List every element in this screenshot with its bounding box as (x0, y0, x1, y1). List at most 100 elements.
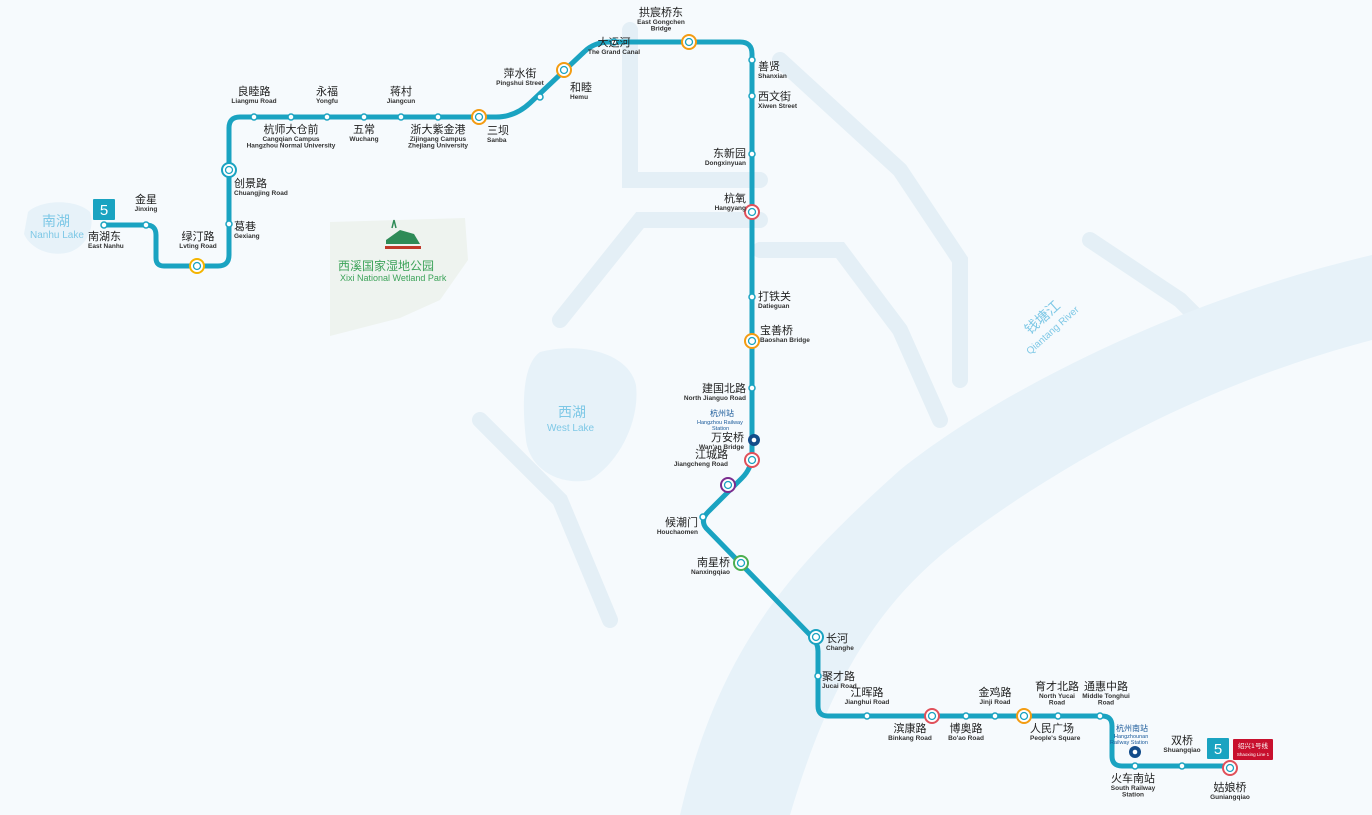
station-name-en: Wan'an Bridge (699, 444, 744, 451)
line-5-badge-end: 5 绍兴1号线 Shaoxing Line 1 (1207, 738, 1273, 760)
station-dot (1131, 762, 1139, 770)
park-logo-icon (385, 219, 421, 249)
transfer-icon-inner (1019, 711, 1029, 721)
station-name-cn: 打铁关 (758, 289, 791, 303)
railway-label-cn: 杭州南站 (1116, 723, 1148, 733)
transfer-icon-inner (192, 261, 202, 271)
station-dot (748, 92, 756, 100)
transfer-icon (1222, 760, 1238, 776)
station-name-en: Yongfu (316, 98, 338, 105)
station-name-cn: 蒋村 (390, 84, 412, 98)
station-name-en: Datieguan (758, 303, 789, 310)
transfer-icon-inner (736, 558, 746, 568)
transfer-icon-inner (474, 112, 484, 122)
station-name-en: Cangqian Campus (262, 136, 319, 143)
park-label-cn: 西溪国家湿地公园 (338, 258, 434, 273)
station-name-en-2: Road (1049, 700, 1065, 707)
station-dot (699, 513, 707, 521)
station-dot (225, 220, 233, 228)
station-name-en: North Yucai (1039, 693, 1075, 700)
transfer-icon (556, 62, 572, 78)
transfer-icon (471, 109, 487, 125)
station-name-en: Liangmu Road (231, 98, 276, 105)
station-name-en: Guniangqiao (1210, 794, 1250, 801)
transfer-icon-inner (811, 632, 821, 642)
nanhu-label-en: Nanhu Lake (30, 230, 84, 241)
station-name-en: Jianghui Road (845, 699, 890, 706)
station-name-cn: 良睦路 (238, 84, 271, 98)
station-dot (360, 113, 368, 121)
station-dot (434, 113, 442, 121)
station-dot (610, 38, 618, 46)
station-dot (748, 150, 756, 158)
line-number: 5 (1214, 741, 1222, 758)
station-dot (1178, 762, 1186, 770)
station-name-en: Changhe (826, 645, 854, 652)
station-name-cn: 浙大紫金港 (411, 122, 466, 136)
station-name-en: Pingshui Street (496, 80, 545, 87)
station-name-en: East Gongchen (637, 19, 685, 26)
station-name-cn: 长河 (826, 632, 848, 645)
railway-icon (1129, 746, 1141, 758)
transfer-icon-inner (747, 336, 757, 346)
station-name-en: Bo'ao Road (948, 735, 984, 742)
station-dot (536, 93, 544, 101)
station-dot (814, 672, 822, 680)
station-name-en: Nanxingqiao (691, 569, 730, 576)
station-name-en: Lvting Road (179, 243, 217, 250)
west-lake: 西湖 West Lake (523, 348, 637, 482)
park-label-en: Xixi National Wetland Park (340, 273, 447, 283)
station-name-en: Shuangqiao (1163, 747, 1200, 754)
station-name-cn: 和睦 (570, 81, 592, 94)
transfer-icon (733, 555, 749, 571)
station-chengzhan[interactable] (744, 452, 760, 468)
transfer-icon (720, 477, 736, 493)
transfer-icon-inner (747, 207, 757, 217)
transfer-icon (681, 34, 697, 50)
station-dot (1054, 712, 1062, 720)
station-dot (250, 113, 258, 121)
railway-label-en: Railway Station (1110, 740, 1148, 746)
xihu-label-cn: 西湖 (558, 405, 586, 421)
